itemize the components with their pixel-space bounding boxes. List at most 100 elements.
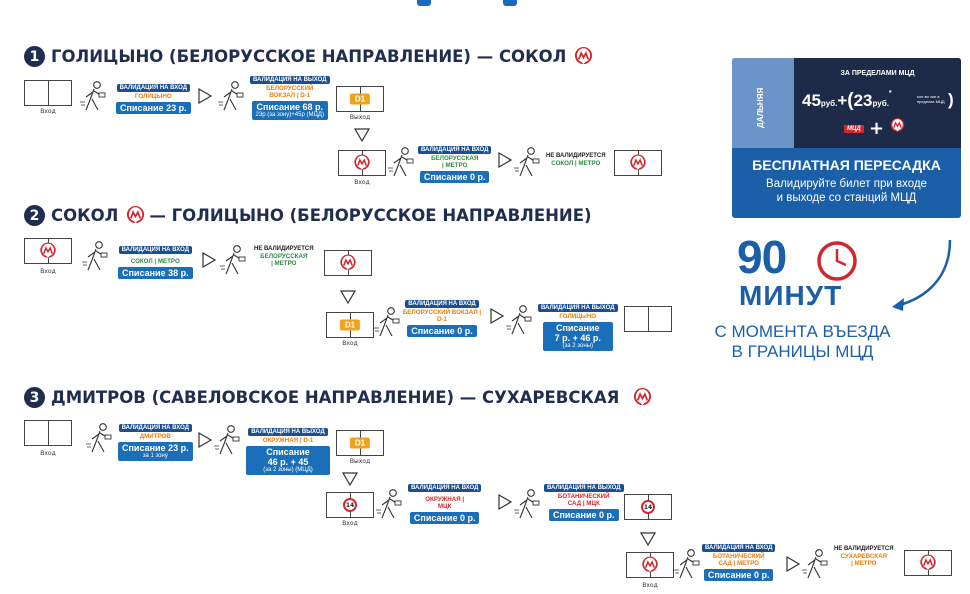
exit-label: Выход [349, 114, 371, 121]
entry-label: Вход [342, 340, 358, 347]
walker-icon [214, 425, 240, 455]
route-title-text: ДМИТРОВ (САВЕЛОВСКОЕ НАПРАВЛЕНИЕ) — СУХА… [51, 388, 620, 407]
mck-14-icon: 14 [343, 498, 357, 512]
validation-pill: ВАЛИДАЦИЯ НА ВЫХОД [544, 484, 624, 492]
no-validation-card: НЕ ВАЛИДИРУЕТСЯ БЕЛОРУССКАЯ | МЕТРО [254, 246, 314, 267]
turnstile: 14 [624, 494, 672, 520]
turnstile [626, 552, 674, 578]
metro-icon [340, 254, 356, 271]
charge-box: Списание 23 р.за 1 зону [118, 442, 193, 461]
station-label: БОТАНИЧЕСКИЙ САД | МЕТРО [712, 553, 765, 567]
validation-pill: ВАЛИДАЦИЯ НА ВЫХОД [250, 76, 330, 84]
no-validation-card: НЕ ВАЛИДИРУЕТСЯ СУХАРЕВСКАЯ | МЕТРО [834, 546, 894, 567]
walker-icon [514, 147, 540, 177]
metro-icon [40, 242, 56, 259]
route-number: 2 [24, 205, 45, 226]
metro-icon [890, 118, 905, 133]
arrow-down-icon [354, 128, 370, 142]
arrow-right-icon [490, 308, 504, 324]
zone-side [732, 58, 794, 148]
metro-icon [920, 554, 936, 571]
validation-card: ВАЛИДАЦИЯ НА ВХОД ГОЛИЦЫНО Списание 23 р… [116, 84, 191, 114]
station-label: ГОЛИЦЫНО [559, 313, 597, 320]
promo-number: 90 [737, 231, 787, 283]
walker-icon [674, 549, 700, 579]
charge-box: Списание 0 р. [407, 325, 477, 337]
validation-pill: ВАЛИДАЦИЯ НА ВХОД [405, 300, 479, 308]
route-2-title: 2 СОКОЛ — ГОЛИЦЫНО (БЕЛОРУССКОЕ НАПРАВЛЕ… [24, 205, 592, 226]
validation-card: ВАЛИДАЦИЯ НА ВЫХОД БЕЛОРУССКИЙ ВОКЗАЛ | … [250, 76, 330, 120]
tariff-box: ЗА ПРЕДЕЛАМИ МЦД 45руб.+(23руб.* кол-во … [794, 58, 961, 148]
metro-icon [127, 206, 145, 225]
station-label: ГОЛИЦЫНО [134, 93, 172, 100]
entry-label: Вход [642, 582, 658, 589]
walker-icon [514, 489, 540, 519]
metro-icon [630, 154, 646, 171]
d1-badge: D1 [349, 93, 371, 105]
station-label: БЕЛОРУССКИЙ ВОКЗАЛ | D-1 [402, 309, 482, 323]
charge-box: Списание 38 р. [118, 267, 193, 279]
charge-box: Списание 68 р.23р (за зону)+45р (МЦД) [251, 101, 328, 120]
validation-card: ВАЛИДАЦИЯ НА ВХОД БОТАНИЧЕСКИЙ САД | МЕТ… [702, 544, 776, 581]
validation-card: ВАЛИДАЦИЯ НА ВХОД СОКОЛ | МЕТРО Списание… [118, 246, 193, 279]
d1-badge: D1 [349, 437, 371, 449]
promo-unit: МИНУТ [739, 280, 843, 311]
walker-icon [376, 489, 402, 519]
curved-arrow-icon [892, 239, 952, 311]
arrow-down-icon [342, 472, 358, 486]
charge-box: Списание 0 р. [419, 171, 490, 183]
entry-label: Вход [354, 179, 370, 186]
validation-pill: ВАЛИДАЦИЯ НА ВХОД [702, 544, 776, 552]
charge-box: Списание 0 р. [409, 512, 480, 524]
turnstile: D1 [336, 430, 384, 456]
mcd-badge: МЦД [844, 125, 864, 133]
walker-icon [220, 245, 246, 275]
station-label: СУХАРЕВСКАЯ | МЕТРО [840, 553, 887, 567]
walker-icon [86, 423, 112, 453]
top-mark [503, 0, 517, 6]
metro-icon [354, 154, 370, 171]
turnstile [24, 238, 72, 264]
validation-pill: ВАЛИДАЦИЯ НА ВХОД [118, 424, 192, 432]
validation-card: ВАЛИДАЦИЯ НА ВЫХОД БОТАНИЧЕСКИЙ САД | МЦ… [544, 484, 624, 521]
turnstile: D1 [326, 312, 374, 338]
not-validated-label: НЕ ВАЛИДИРУЕТСЯ [834, 546, 894, 552]
charge-box: Списание 23 р. [116, 102, 191, 114]
validation-pill: ВАЛИДАЦИЯ НА ВХОД [118, 246, 192, 254]
walker-icon [374, 307, 400, 337]
station-label: ДМИТРОВ [139, 433, 171, 440]
validation-pill: ВАЛИДАЦИЯ НА ВЫХОД [538, 304, 618, 312]
arrow-right-icon [202, 252, 216, 268]
validation-pill: ВАЛИДАЦИЯ НА ВХОД [418, 146, 492, 154]
arrow-right-icon [198, 432, 212, 448]
validation-pill: ВАЛИДАЦИЯ НА ВЫХОД [248, 428, 328, 436]
tariff-price: 45руб.+(23руб.* [802, 90, 892, 111]
station-label: БЕЛОРУССКИЙ ВОКЗАЛ | D-1 [266, 85, 314, 99]
station-label: ОКРУЖНАЯ | МЦК [425, 496, 465, 510]
walker-icon [802, 549, 828, 579]
validation-card: ВАЛИДАЦИЯ НА ВХОД БЕЛОРУССКИЙ ВОКЗАЛ | D… [402, 300, 482, 337]
station-label: ОКРУЖНАЯ | D-1 [262, 437, 314, 444]
station-label: БЕЛОРУССКАЯ | МЕТРО [260, 253, 308, 267]
zone-heading: ЗА ПРЕДЕЛАМИ МЦД [840, 70, 915, 77]
validation-pill: ВАЛИДАЦИЯ НА ВХОД [408, 484, 482, 492]
no-validation-card: НЕ ВАЛИДИРУЕТСЯ СОКОЛ | МЕТРО [546, 153, 606, 167]
route-number: 3 [24, 387, 45, 408]
arrow-right-icon [498, 152, 512, 168]
station-label: БЕЛОРУССКАЯ | МЕТРО [431, 155, 479, 169]
zone-side-label: ДАЛЬНЯЯ [756, 87, 765, 128]
walker-icon [506, 305, 532, 335]
top-mark [417, 0, 431, 6]
walker-icon [218, 81, 244, 111]
turnstile: 14 [326, 492, 374, 518]
validation-card: ВАЛИДАЦИЯ НА ВХОД БЕЛОРУССКАЯ | МЕТРО Сп… [418, 146, 492, 183]
clock-icon [817, 241, 857, 281]
station-label: СОКОЛ | МЕТРО [551, 160, 601, 167]
free-transfer-title: БЕСПЛАТНАЯ ПЕРЕСАДКА [752, 157, 941, 173]
metro-icon [575, 47, 593, 66]
arrow-down-icon [340, 290, 356, 304]
